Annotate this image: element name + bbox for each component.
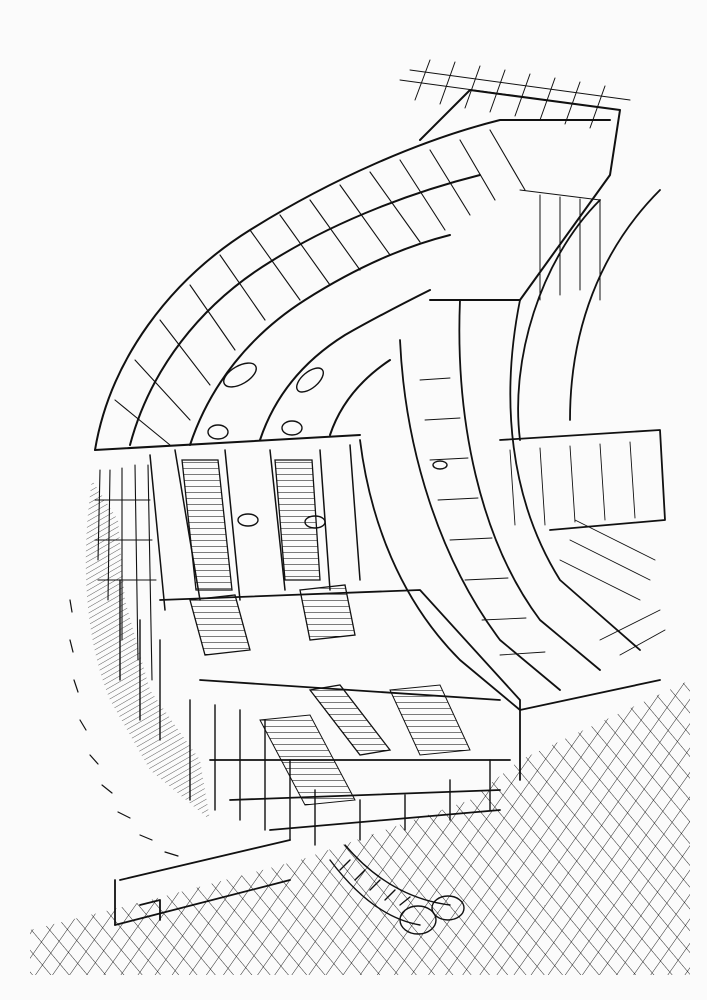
left-dashed-curve (69, 599, 179, 857)
concourse-interior (149, 444, 361, 611)
roof-lattice (399, 59, 631, 301)
skylights (207, 362, 448, 529)
escalators (181, 459, 392, 756)
ground-hatching (30, 680, 690, 975)
lower-structure (114, 589, 521, 926)
left-facade-hatching (85, 480, 210, 820)
tunnel-tubes (329, 844, 465, 935)
left-facade-mullions (94, 464, 157, 681)
right-facade-hatch (419, 377, 666, 656)
roof-shell (94, 89, 621, 451)
right-facade (359, 189, 666, 711)
roof-ribs (114, 129, 526, 446)
floor-slabs (259, 684, 471, 806)
